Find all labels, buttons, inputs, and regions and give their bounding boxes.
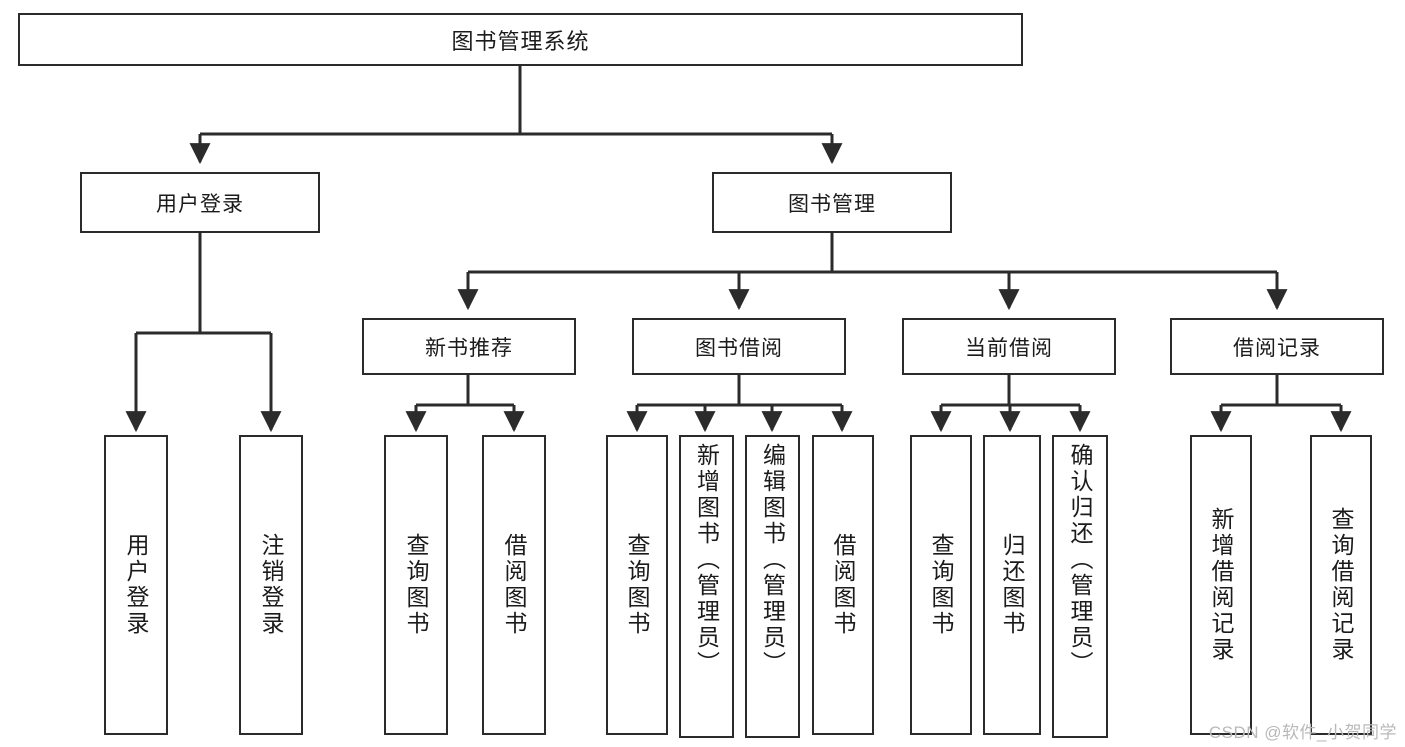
leaf-add-book-admin[interactable]: 新增图书（管理员） bbox=[679, 435, 734, 738]
node-borrow-record[interactable]: 借阅记录 bbox=[1170, 318, 1384, 375]
node-label: 查询图书 bbox=[403, 533, 430, 637]
node-label: 借阅图书 bbox=[830, 533, 857, 637]
node-label: 新增图书（管理员） bbox=[693, 443, 720, 677]
node-book-management[interactable]: 图书管理 bbox=[712, 172, 952, 233]
node-label: 查询借阅记录 bbox=[1328, 507, 1355, 663]
leaf-query-book-current[interactable]: 查询图书 bbox=[910, 435, 972, 735]
leaf-borrow-book[interactable]: 借阅图书 bbox=[812, 435, 874, 735]
node-label: 编辑图书（管理员） bbox=[759, 443, 786, 677]
node-label: 归还图书 bbox=[999, 533, 1026, 637]
leaf-return-book[interactable]: 归还图书 bbox=[983, 435, 1041, 735]
leaf-user-login[interactable]: 用户登录 bbox=[104, 435, 168, 735]
node-root-system[interactable]: 图书管理系统 bbox=[18, 13, 1023, 66]
node-label: 当前借阅 bbox=[965, 336, 1053, 360]
leaf-borrow-book-recommend[interactable]: 借阅图书 bbox=[482, 435, 546, 735]
leaf-query-book-borrow[interactable]: 查询图书 bbox=[606, 435, 668, 735]
leaf-confirm-return-admin[interactable]: 确认归还（管理员） bbox=[1052, 435, 1108, 738]
leaf-query-borrow-record[interactable]: 查询借阅记录 bbox=[1310, 435, 1372, 735]
node-label: 图书借阅 bbox=[695, 336, 783, 360]
node-label: 用户登录 bbox=[123, 533, 150, 637]
node-label: 查询图书 bbox=[624, 533, 651, 637]
node-label: 图书管理 bbox=[788, 192, 876, 216]
node-label: 用户登录 bbox=[156, 192, 244, 216]
node-label: 查询图书 bbox=[928, 533, 955, 637]
node-label: 新书推荐 bbox=[425, 336, 513, 360]
leaf-edit-book-admin[interactable]: 编辑图书（管理员） bbox=[745, 435, 800, 738]
node-user-login[interactable]: 用户登录 bbox=[80, 172, 320, 233]
node-current-borrow[interactable]: 当前借阅 bbox=[902, 318, 1116, 375]
node-label: 借阅记录 bbox=[1233, 336, 1321, 360]
leaf-add-borrow-record[interactable]: 新增借阅记录 bbox=[1190, 435, 1252, 735]
node-new-book-recommend[interactable]: 新书推荐 bbox=[362, 318, 576, 375]
leaf-logout-login[interactable]: 注销登录 bbox=[239, 435, 303, 735]
node-label: 借阅图书 bbox=[501, 533, 528, 637]
node-label: 图书管理系统 bbox=[451, 28, 590, 54]
node-book-borrow[interactable]: 图书借阅 bbox=[632, 318, 846, 375]
node-label: 新增借阅记录 bbox=[1208, 507, 1235, 663]
node-label: 确认归还（管理员） bbox=[1067, 443, 1094, 677]
node-label: 注销登录 bbox=[258, 533, 285, 637]
leaf-query-book-recommend[interactable]: 查询图书 bbox=[384, 435, 448, 735]
watermark: CSDN @软件_小贺同学 bbox=[1208, 723, 1397, 742]
